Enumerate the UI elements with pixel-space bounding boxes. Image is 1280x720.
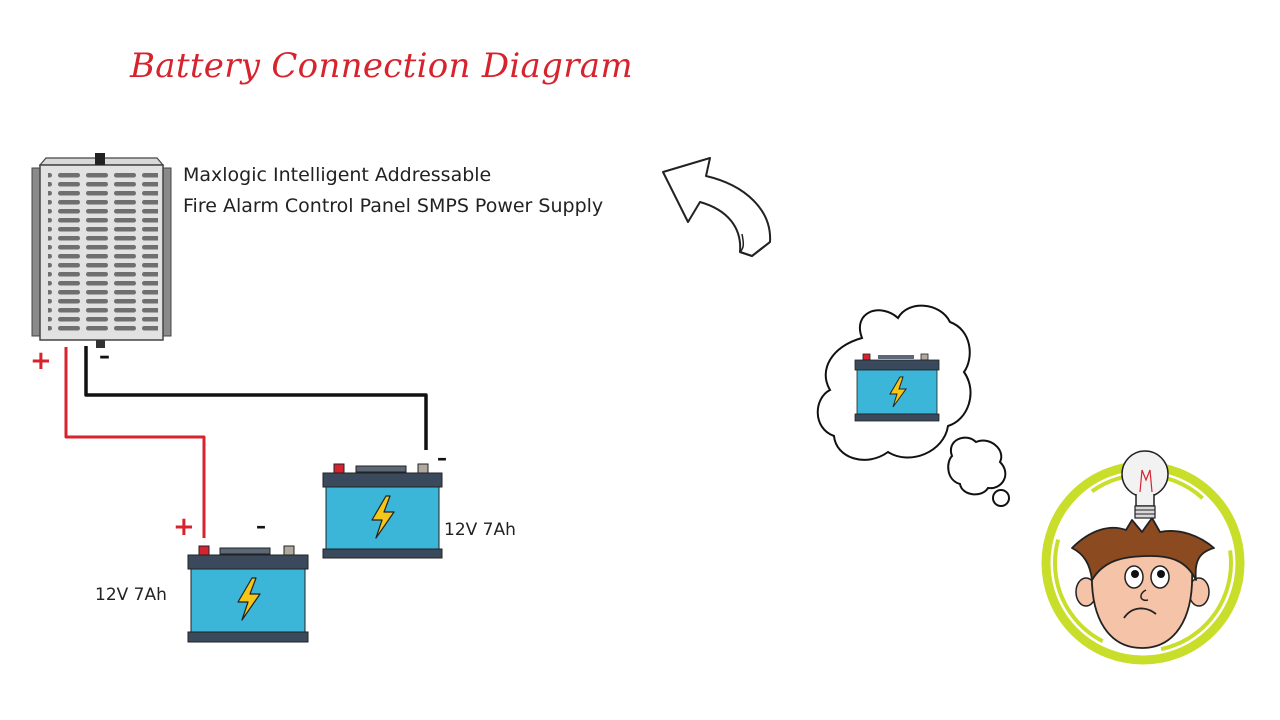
battery-icon: [322, 463, 443, 559]
power-supply-icon: [31, 153, 172, 348]
thought-cloud-icon: [816, 304, 1010, 507]
battery2-negative-sign: –: [437, 446, 447, 470]
battery1-positive-sign: +: [173, 512, 195, 542]
battery1-label: 12V 7Ah: [95, 585, 167, 605]
psu-positive-sign: +: [30, 346, 52, 376]
negative-wire: [84, 346, 428, 450]
positive-wire: [64, 347, 206, 538]
psu-negative-sign: –: [99, 344, 110, 369]
battery1-negative-sign: –: [256, 514, 266, 538]
diagram-title: Battery Connection Diagram: [130, 46, 633, 86]
curved-arrow-icon: [662, 157, 772, 258]
battery2-label: 12V 7Ah: [444, 520, 516, 540]
power-supply-label-line1: Maxlogic Intelligent Addressable: [183, 164, 492, 186]
light-bulb-icon: [1121, 450, 1169, 519]
power-supply-label-line2: Fire Alarm Control Panel SMPS Power Supp…: [183, 195, 604, 217]
lightning-bolt-icon: [237, 577, 261, 621]
battery-icon: [187, 545, 309, 643]
lightning-bolt-icon: [371, 495, 395, 539]
power-supply-label: Maxlogic Intelligent Addressable Fire Al…: [183, 160, 603, 222]
thinking-character-icon: [1041, 450, 1245, 665]
